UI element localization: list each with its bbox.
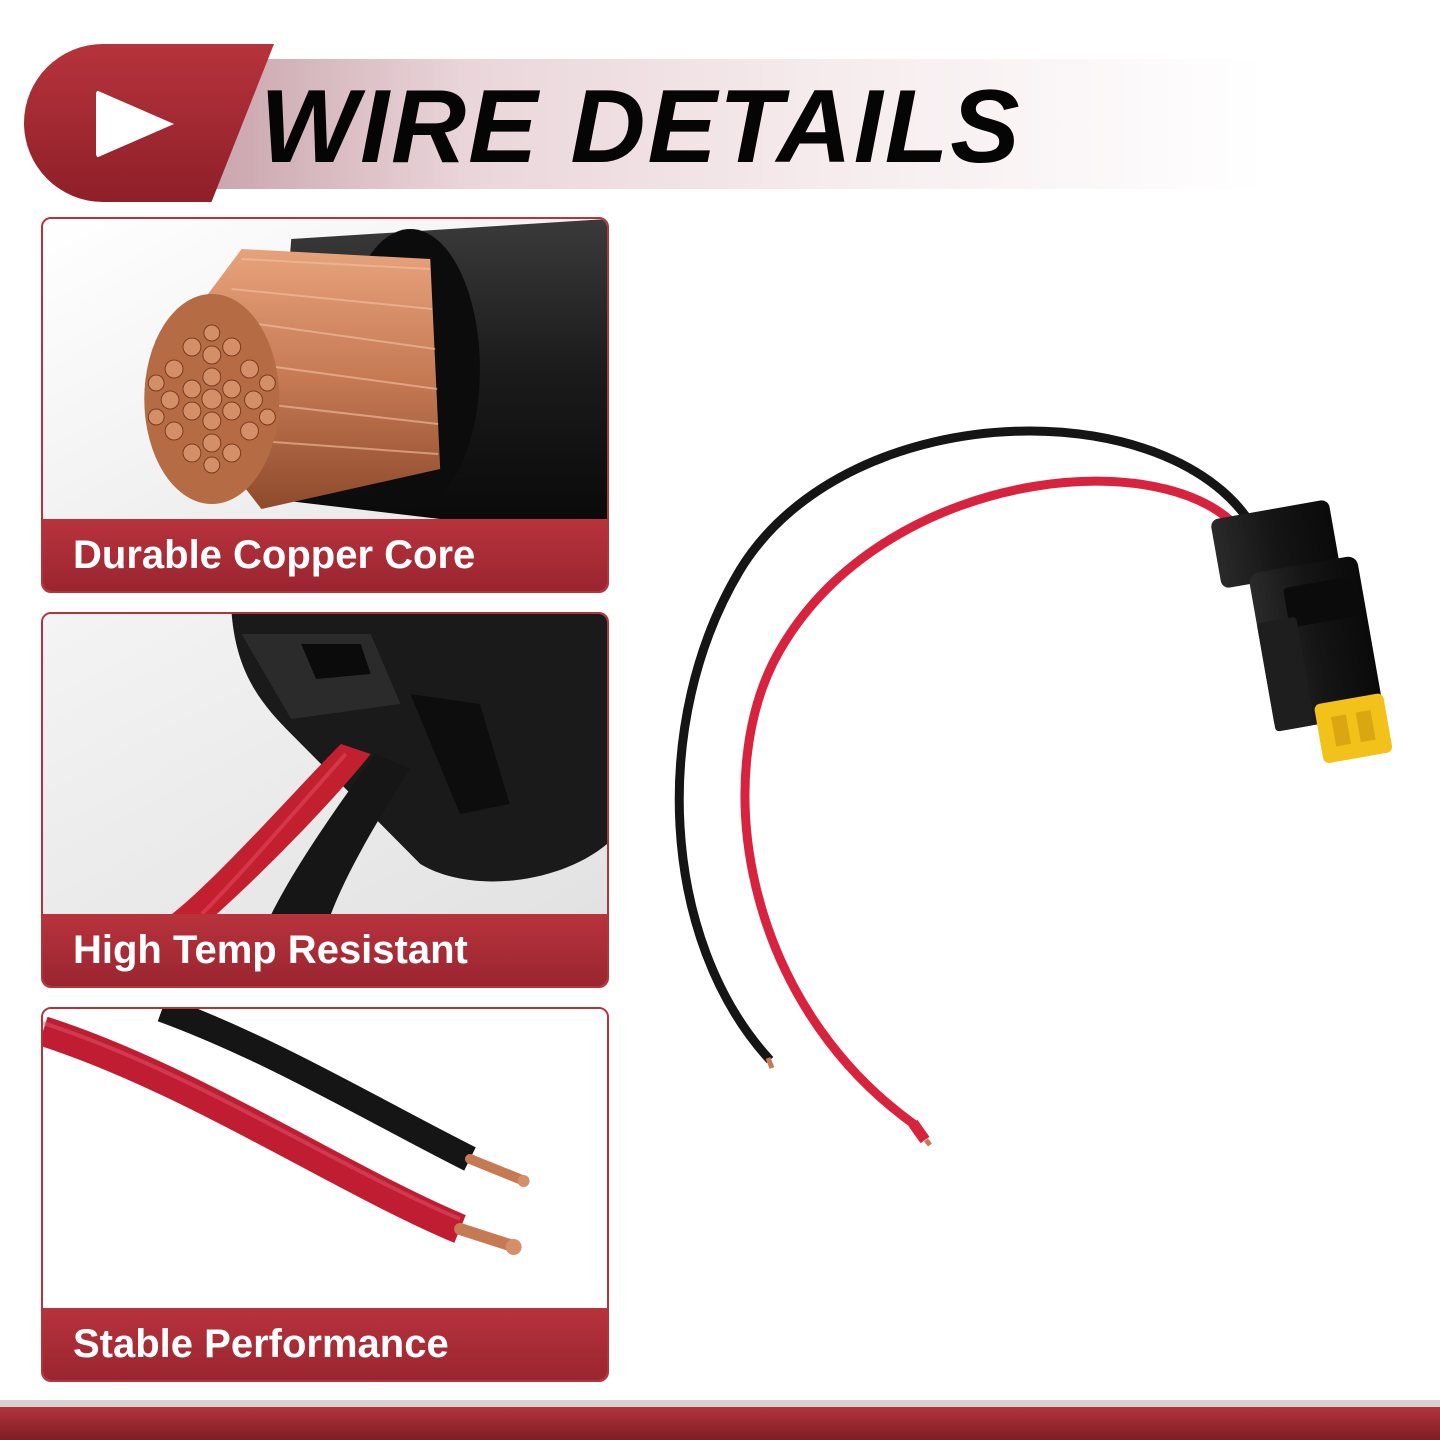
feature-card-copper-core: Durable Copper Core — [41, 217, 609, 593]
red-wire — [740, 476, 1252, 1129]
feature-card-high-temp: High Temp Resistant — [41, 612, 609, 988]
copper-core-photo — [43, 219, 607, 519]
feature-label: Stable Performance — [43, 1308, 607, 1380]
header-title: WIRE DETAILS — [260, 69, 1022, 185]
wire-harness-product — [674, 426, 1393, 1147]
connector — [1211, 500, 1393, 763]
feature-label: Durable Copper Core — [43, 519, 607, 591]
play-icon — [96, 90, 174, 158]
feature-card-stable-performance: Stable Performance — [41, 1007, 609, 1382]
black-wire — [674, 426, 1265, 1064]
header-band — [204, 59, 1264, 189]
footer-bar — [0, 1400, 1440, 1440]
feature-label: High Temp Resistant — [43, 914, 607, 986]
connector-closeup-photo — [43, 614, 607, 914]
wire-ends-photo — [43, 1009, 607, 1309]
section-header: WIRE DETAILS — [24, 44, 1264, 202]
